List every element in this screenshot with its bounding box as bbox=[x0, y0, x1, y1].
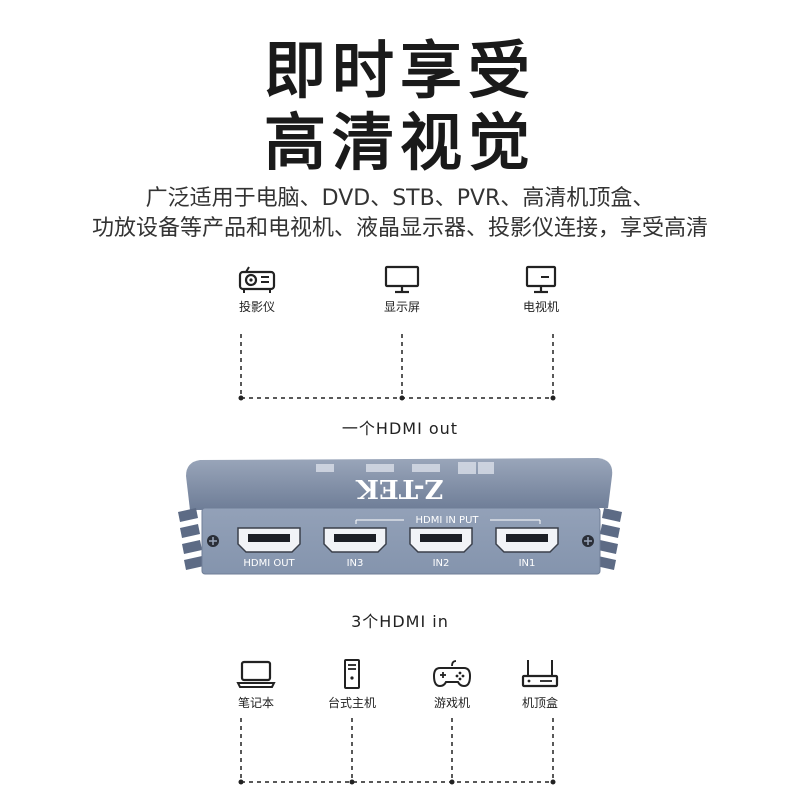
port-label-in2: IN2 bbox=[433, 558, 450, 569]
description-line-1: 广泛适用于电脑、DVD、STB、PVR、高清机顶盒、 bbox=[145, 186, 655, 211]
hdmi-port-in1 bbox=[495, 527, 559, 553]
device-fins-left bbox=[178, 508, 204, 570]
device-brand: Z-TEK bbox=[355, 473, 444, 503]
description-line-2: 功放设备等产品和电视机、液晶显示器、投影仪连接，享受高清 bbox=[91, 216, 708, 241]
port-label-hdmi-out: HDMI OUT bbox=[243, 558, 295, 569]
port-label-in1: IN1 bbox=[519, 558, 536, 569]
input-device-gamepad: 游戏机 bbox=[412, 658, 492, 711]
output-device-tv: 电视机 bbox=[501, 264, 581, 315]
input-label-settopbox: 机顶盒 bbox=[521, 696, 558, 710]
headline-line-1: 即时享受 bbox=[263, 34, 536, 107]
input-device-desktop: 台式主机 bbox=[312, 658, 392, 711]
output-label-monitor: 显示屏 bbox=[383, 300, 420, 314]
device-top-shell bbox=[186, 458, 613, 510]
input-label-gamepad: 游戏机 bbox=[433, 696, 470, 710]
input-caption: 3个HDMI in bbox=[351, 612, 449, 631]
input-device-laptop: 笔记本 bbox=[216, 658, 296, 711]
input-label-desktop: 台式主机 bbox=[327, 696, 376, 710]
output-label-projector: 投影仪 bbox=[238, 300, 275, 314]
ports-group-label: HDMI IN PUT bbox=[415, 515, 479, 526]
port-label-in3: IN3 bbox=[347, 558, 364, 569]
input-device-settopbox: 机顶盒 bbox=[500, 658, 580, 711]
output-device-monitor: 显示屏 bbox=[362, 264, 442, 315]
device-fins-right bbox=[596, 508, 622, 570]
output-device-projector: 投影仪 bbox=[217, 264, 297, 315]
desktop-tower-icon bbox=[344, 659, 360, 689]
device-screws bbox=[207, 535, 594, 547]
output-label-tv: 电视机 bbox=[522, 300, 559, 314]
output-caption: 一个HDMI out bbox=[341, 419, 459, 438]
monitor-icon bbox=[384, 265, 420, 294]
set-top-box-icon bbox=[521, 660, 559, 688]
device-front-panel bbox=[201, 507, 601, 575]
gamepad-icon bbox=[432, 660, 472, 688]
tv-icon bbox=[525, 265, 557, 294]
hdmi-port-in3 bbox=[323, 527, 387, 553]
hdmi-port-in2 bbox=[409, 527, 473, 553]
laptop-icon bbox=[236, 660, 276, 688]
projector-icon bbox=[238, 266, 276, 293]
input-label-laptop: 笔记本 bbox=[237, 696, 274, 710]
hdmi-port-out bbox=[237, 527, 301, 553]
headline-line-2: 高清视觉 bbox=[263, 106, 536, 179]
